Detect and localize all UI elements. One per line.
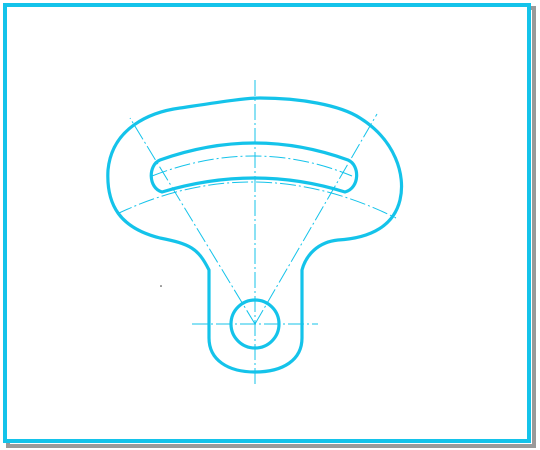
outer-reference-arc	[116, 181, 397, 219]
part-outline	[106, 96, 404, 374]
center-lines	[116, 80, 397, 385]
drawing-frame	[3, 3, 531, 443]
arc-slot	[149, 141, 359, 194]
left-radial-center-line	[129, 117, 256, 325]
slot-center-arc	[151, 155, 353, 177]
pivot-hole	[229, 298, 281, 350]
right-radial-center-line	[254, 113, 378, 325]
stray-dot	[160, 285, 162, 287]
